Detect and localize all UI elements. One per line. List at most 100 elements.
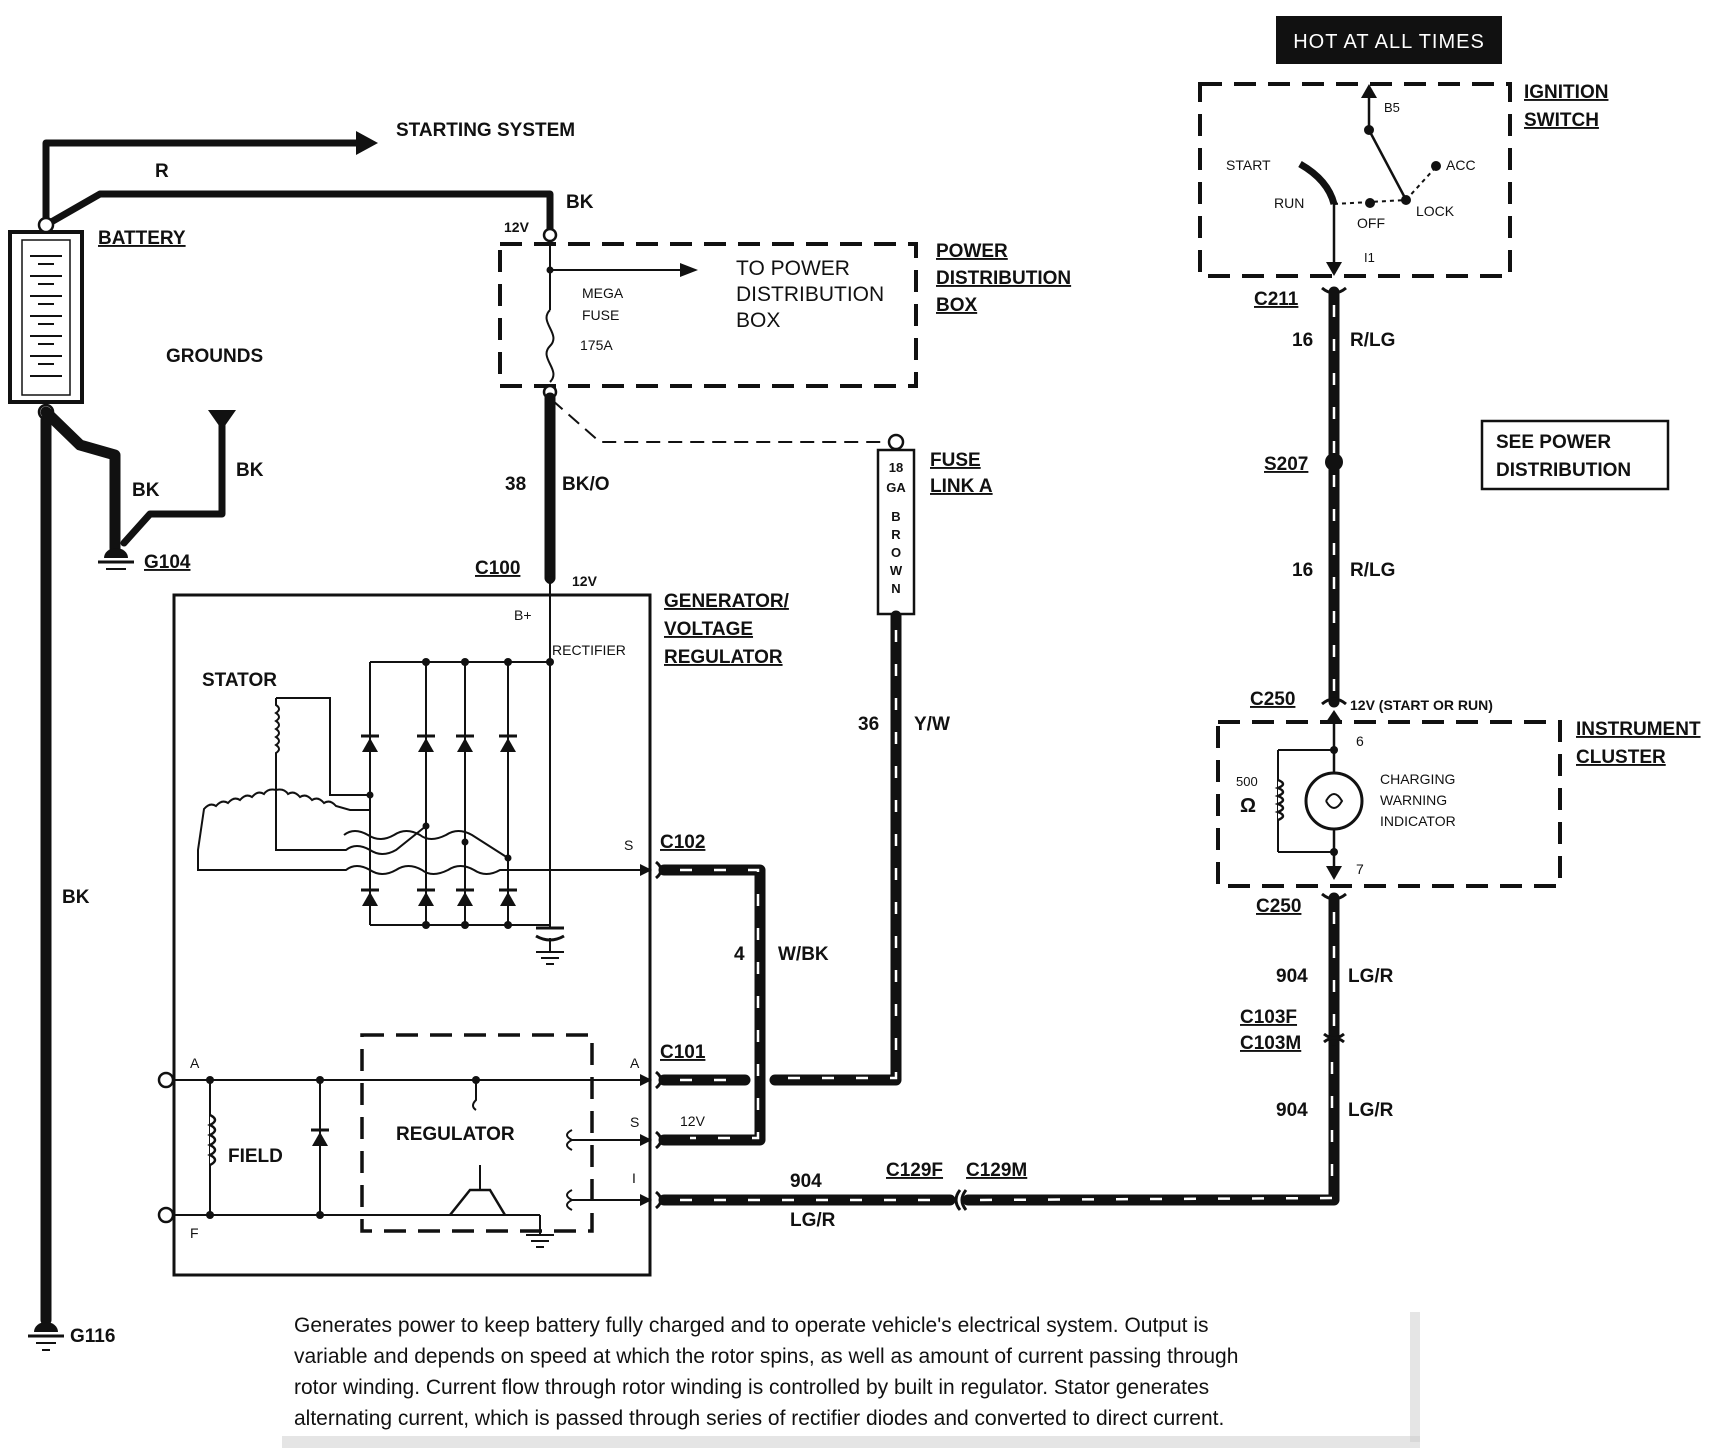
fuse-link-title-1: FUSE <box>930 450 981 471</box>
c100-label: C100 <box>475 558 520 579</box>
to-pdb-line1: TO POWER <box>736 257 850 280</box>
ga904b-label: 904 <box>1276 1100 1308 1121</box>
c101-12v-label: 12V <box>680 1113 706 1129</box>
stator-label: STATOR <box>202 670 277 691</box>
pdb-title-2: DISTRIBUTION <box>936 268 1071 289</box>
pin7-label: 7 <box>1356 861 1364 877</box>
battery-positive-terminal <box>37 216 55 234</box>
svg-text:B: B <box>891 509 900 524</box>
charging-label-1: CHARGING <box>1380 771 1455 787</box>
lgr-bottom-label: LG/R <box>790 1210 836 1231</box>
ga36-label: 36 <box>858 714 879 735</box>
bk-main-label: BK <box>62 887 90 908</box>
start-label: START <box>1226 157 1271 173</box>
description-line-3: rotor winding. Current flow through roto… <box>294 1376 1209 1399</box>
to-pdb-line3: BOX <box>736 309 780 332</box>
bk-g104-label: BK <box>132 480 160 501</box>
acc-label: ACC <box>1446 157 1476 173</box>
hot-at-all-times-label: HOT AT ALL TIMES <box>1293 31 1485 53</box>
see-power-1: SEE POWER <box>1496 432 1611 453</box>
pin6-label: 6 <box>1356 733 1364 749</box>
c103f-label: C103F <box>1240 1007 1297 1028</box>
ga16a-label: 16 <box>1292 330 1313 351</box>
fuse-175a-label: 175A <box>580 337 613 353</box>
i1-label: I1 <box>1364 250 1375 265</box>
wire-r-starting <box>42 139 364 229</box>
wire-bk-g104 <box>40 406 121 554</box>
battery-circuit: BATTERY G116 BK G104 GROUNDS BK BK START… <box>8 120 594 1351</box>
mega-label: MEGA <box>582 285 624 301</box>
pdb-input-terminal <box>542 227 558 243</box>
ga904-bottom-label: 904 <box>790 1171 822 1192</box>
capacitor-ground-icon <box>535 918 565 965</box>
ga4-label: 4 <box>734 944 745 965</box>
wbk-circuit: C102 4 W/BK C101 12V <box>655 832 829 1210</box>
lgr-a-label: LG/R <box>1348 966 1394 987</box>
c211-label: C211 <box>1254 289 1299 310</box>
lgr-b-label: LG/R <box>1348 1100 1394 1121</box>
cluster-title-2: CLUSTER <box>1576 747 1666 768</box>
ignition-title-1: IGNITION <box>1524 82 1608 103</box>
gen-title-2: VOLTAGE <box>664 619 753 640</box>
cluster-title-1: INSTRUMENT <box>1576 719 1701 740</box>
stator-winding-icon <box>197 697 640 875</box>
s-terminal-label: S <box>624 837 633 853</box>
start-contact-icon <box>1298 160 1338 206</box>
svg-text:O: O <box>891 545 901 560</box>
see-power-distribution-box <box>1480 419 1670 491</box>
r-wire-label: R <box>155 161 169 182</box>
field-terminal-f <box>157 1206 175 1224</box>
wbk-label: W/BK <box>778 944 829 965</box>
hot-at-all-times-badge <box>1276 16 1502 64</box>
grounds-label: GROUNDS <box>166 346 263 367</box>
regulator-transistor-icon <box>449 1188 507 1216</box>
fuse-link-a: 18 GA B R O W N FUSE LINK A 36 Y/W <box>769 448 993 1086</box>
ohm-label: Ω <box>1240 795 1256 817</box>
start-run-label: 12V (START OR RUN) <box>1350 697 1493 713</box>
to-pdb-line2: DISTRIBUTION <box>736 283 884 306</box>
regulator-label: REGULATOR <box>396 1124 515 1145</box>
c250-top-label: C250 <box>1250 689 1295 710</box>
rectifier-diodes-icon <box>361 658 554 929</box>
description-line-1: Generates power to keep battery fully ch… <box>294 1314 1208 1337</box>
a-right-label: A <box>630 1055 640 1071</box>
c103m-label: C103M <box>1240 1033 1301 1054</box>
battery-label: BATTERY <box>98 228 186 249</box>
field-terminal-a <box>157 1071 175 1089</box>
a-left-label: A <box>190 1055 200 1071</box>
description-line-4: alternating current, which is passed thr… <box>294 1407 1224 1430</box>
regulator-box <box>360 1033 594 1233</box>
field-diode-icon <box>312 1132 328 1146</box>
c129f-label: C129F <box>886 1160 943 1181</box>
lgr-904-vertical: C250 904 LG/R C103F C103M 904 LG/R <box>1240 892 1394 1121</box>
lock-label: LOCK <box>1416 203 1455 219</box>
wire-bk-ground-strap <box>120 416 226 547</box>
connector-c250-top-icon <box>1321 697 1347 706</box>
field-label: FIELD <box>228 1146 283 1167</box>
see-power-2: DISTRIBUTION <box>1496 460 1631 481</box>
bk-top-label: BK <box>566 192 594 213</box>
charging-warning-lamp-icon <box>1304 771 1364 831</box>
bko-circuit: 38 BK/O C100 12V <box>475 392 905 589</box>
bplus-label: B+ <box>514 607 532 623</box>
pdb-title-3: BOX <box>936 295 978 316</box>
rectifier-label: RECTIFIER <box>552 642 626 658</box>
c250-bottom-label: C250 <box>1256 896 1301 917</box>
yw-label: Y/W <box>914 714 950 735</box>
charging-label-3: INDICATOR <box>1380 813 1456 829</box>
ga16b-label: 16 <box>1292 560 1313 581</box>
starting-system-label: STARTING SYSTEM <box>396 120 575 141</box>
b5-label: B5 <box>1384 100 1400 115</box>
run-label: RUN <box>1274 195 1304 211</box>
fuse-label: FUSE <box>582 307 619 323</box>
ignition-title-2: SWITCH <box>1524 110 1599 131</box>
wire-wbk-4 <box>658 864 766 1146</box>
gen-title-1: GENERATOR/ <box>664 591 790 612</box>
generator-voltage-regulator: GENERATOR/ VOLTAGE REGULATOR B+ RECTIFIE… <box>157 576 790 1277</box>
wire-yw-36 <box>769 610 902 1086</box>
resistor-500-icon <box>1274 778 1285 822</box>
i-terminal-label: I <box>632 1170 636 1186</box>
connector-c129-icon <box>954 1189 962 1211</box>
s207-label: S207 <box>1264 454 1308 475</box>
